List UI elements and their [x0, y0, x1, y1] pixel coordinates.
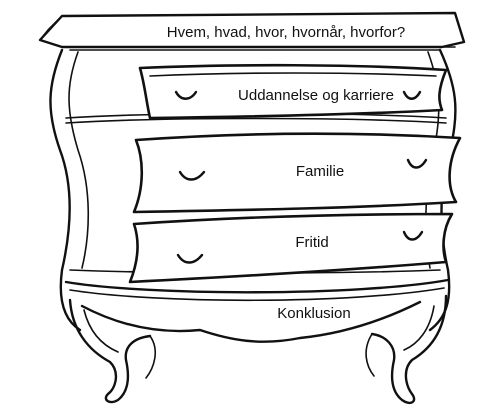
drawer-1: Uddannelse og karriere	[140, 65, 446, 118]
drawer-2: Familie	[134, 134, 460, 212]
drawer-2-label: Familie	[296, 163, 344, 180]
dresser-base	[66, 280, 448, 403]
base-label: Konklusion	[277, 305, 350, 322]
drawer-3-label: Fritid	[295, 234, 328, 251]
top-label: Hvem, hvad, hvor, hvornår, hvorfor?	[167, 24, 405, 41]
drawer-1-label: Uddannelse og karriere	[238, 87, 394, 104]
